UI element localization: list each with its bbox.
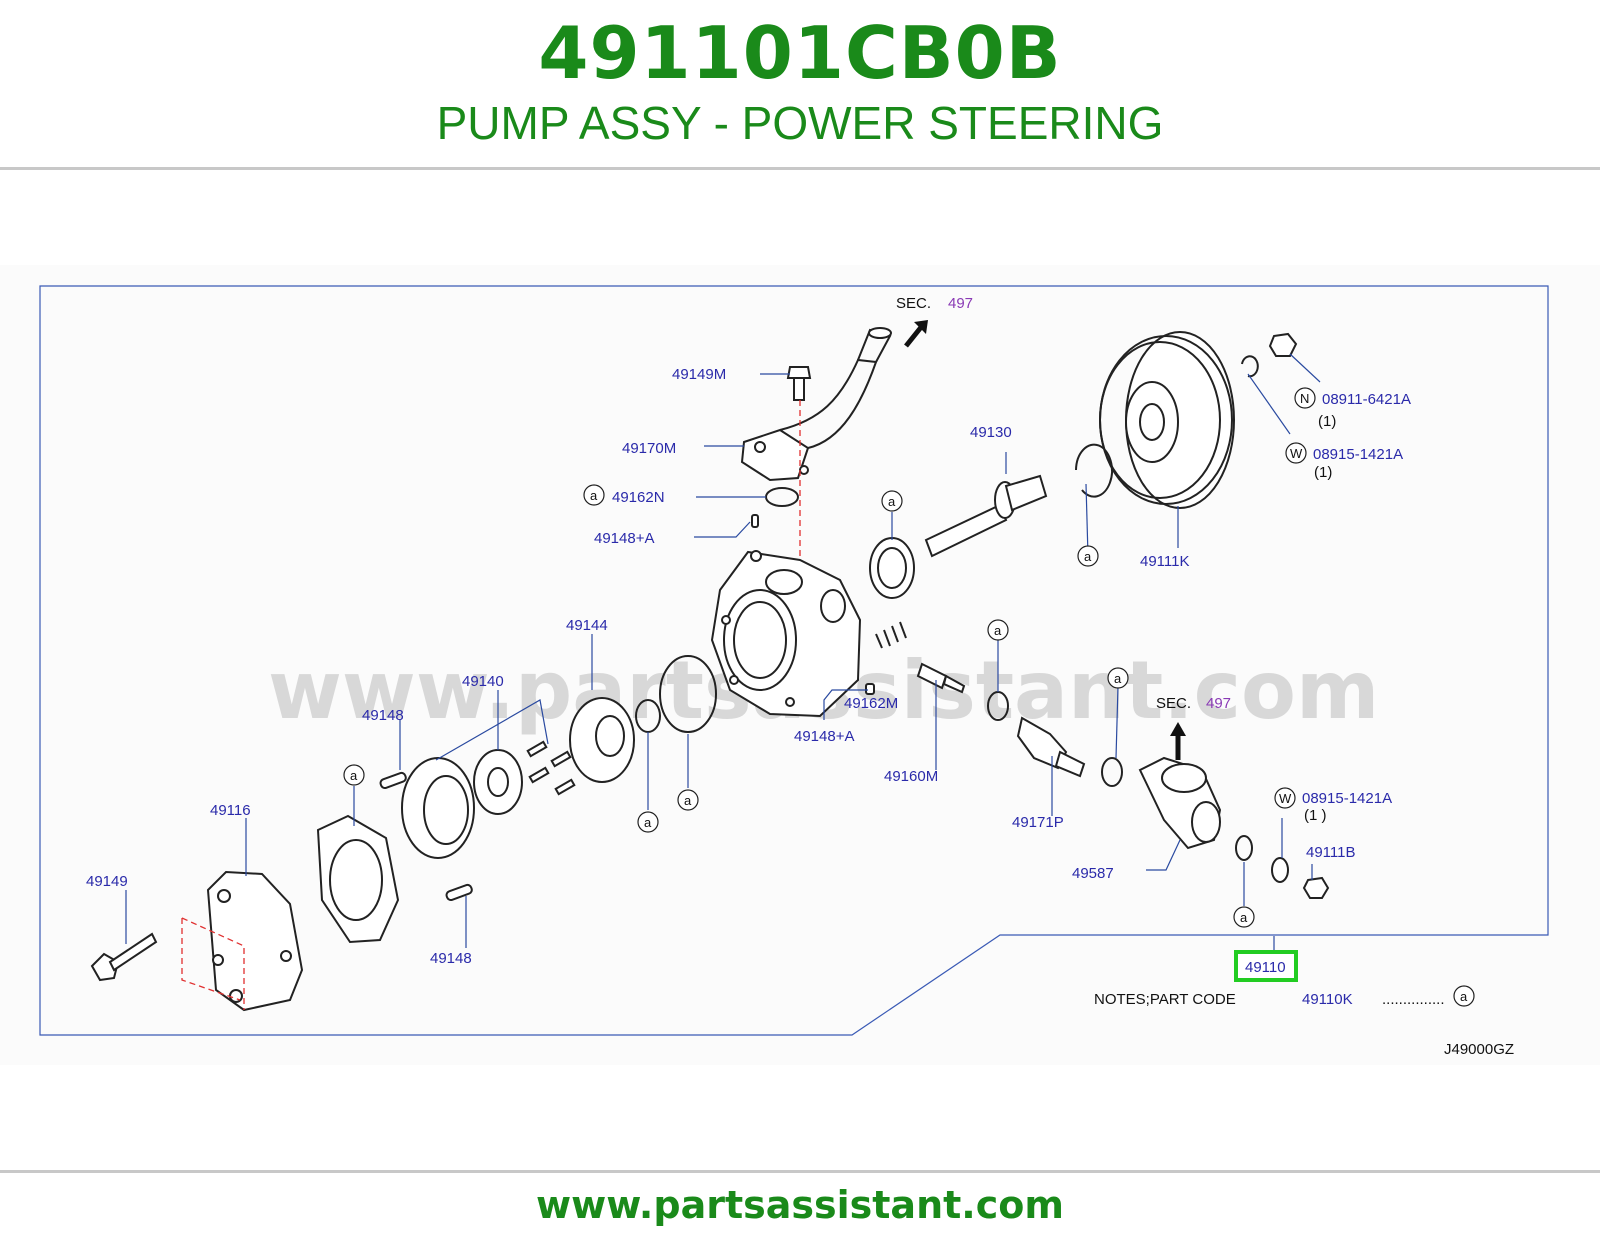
suction-pipe-49587-drawing <box>1138 756 1222 850</box>
footer-divider <box>0 1170 1600 1173</box>
circle-w-bottom-text: W <box>1279 791 1292 806</box>
part-label-49149[interactable]: 49149 <box>86 873 128 890</box>
part-label-49130[interactable]: 49130 <box>970 424 1012 441</box>
part-label-49160m[interactable]: 49160M <box>884 768 938 785</box>
circle-a-suction-text: a <box>1240 910 1248 925</box>
qty-08915-bottom: (1 ) <box>1304 807 1327 824</box>
circle-a-snap-ring <box>1077 545 1099 567</box>
part-label-49111k[interactable]: 49111K <box>1140 553 1190 570</box>
valve-49160m-drawing <box>916 662 966 694</box>
nut-bottom-drawing <box>1302 876 1330 899</box>
circle-w-bottom <box>1274 787 1296 809</box>
pump-body-drawing <box>710 550 862 718</box>
circle-a-seal-text: a <box>888 494 896 509</box>
part-label-49148-bottom[interactable]: 49148 <box>430 950 472 967</box>
arrow-sec-top-head <box>914 320 928 334</box>
leader-lines <box>125 353 1321 952</box>
diagram-frame <box>39 285 1549 1036</box>
nut-top-drawing <box>1268 332 1298 357</box>
part-label-49171p[interactable]: 49171P <box>1012 814 1064 831</box>
washer-bottom-drawing <box>1271 857 1289 883</box>
part-label-08915-1421a-bottom[interactable]: 08915-1421A <box>1302 790 1392 807</box>
part-label-49149m[interactable]: 49149M <box>672 366 726 383</box>
part-label-49162n[interactable]: 49162N <box>612 489 665 506</box>
sec-link-top[interactable]: 497 <box>948 295 973 312</box>
part-label-49148-top[interactable]: 49148 <box>362 707 404 724</box>
gasket-drawing <box>316 814 400 944</box>
flow-valve-spring-drawing <box>865 621 907 695</box>
circle-a-o-ring-large-text: a <box>684 793 692 808</box>
circle-a-connector-text: a <box>1114 671 1122 686</box>
o-ring-large-drawing <box>659 655 717 733</box>
vanes-drawing <box>526 740 576 796</box>
circle-a-49162n <box>583 484 605 506</box>
pulley-49111k-drawing <box>1099 331 1235 509</box>
circle-a-snap-ring-text: a <box>1084 549 1092 564</box>
part-label-49144[interactable]: 49144 <box>566 617 608 634</box>
highlight-box-49110 <box>1234 950 1298 982</box>
part-label-49148a-top[interactable]: 49148+A <box>594 530 654 547</box>
circle-a-valve <box>987 619 1009 641</box>
cam-ring-49140-drawing <box>401 757 475 859</box>
qty-08915-top: (1) <box>1314 464 1332 481</box>
outlet-pipe-drawing <box>740 327 892 482</box>
notes-dots: ............... <box>1382 991 1445 1008</box>
connector-49171p-drawing <box>1016 716 1086 778</box>
washer-top-drawing <box>1241 355 1259 378</box>
arrow-sec-top <box>904 324 924 348</box>
circle-w-top-text: W <box>1290 446 1303 461</box>
circle-a-gasket <box>343 764 365 786</box>
part-label-08911-6421a[interactable]: 08911-6421A <box>1322 391 1411 408</box>
parts-diagram: www.partsassistant.com <box>39 285 1549 1058</box>
part-number-title: 491101CB0B <box>538 11 1062 95</box>
circle-w-top <box>1285 442 1307 464</box>
header-divider <box>0 167 1600 170</box>
part-label-49170m[interactable]: 49170M <box>622 440 676 457</box>
sec-link-right[interactable]: 497 <box>1206 695 1231 712</box>
circle-a-o-ring-small-text: a <box>644 815 652 830</box>
part-label-49148a-bottom[interactable]: 49148+A <box>794 728 854 745</box>
part-label-08915-1421a-top[interactable]: 08915-1421A <box>1313 446 1403 463</box>
shaft-49130-drawing <box>924 474 1048 558</box>
circle-a-seal <box>881 490 903 512</box>
rear-cover-49116-drawing <box>181 870 304 1012</box>
pin-49148-bottom-drawing <box>445 883 473 902</box>
sec-prefix-right: SEC. <box>1156 695 1191 712</box>
arrow-sec-right-head <box>1170 722 1186 736</box>
part-label-49110[interactable]: 49110 <box>1245 959 1286 976</box>
part-label-49140[interactable]: 49140 <box>462 673 504 690</box>
circle-a-connector <box>1107 667 1129 689</box>
circle-n <box>1294 387 1316 409</box>
sec-prefix-top: SEC. <box>896 295 931 312</box>
circle-a-notes <box>1453 985 1475 1007</box>
circle-a-notes-text: a <box>1460 989 1468 1004</box>
pin-top-drawing <box>751 514 759 528</box>
pin-49148-top-drawing <box>379 771 407 790</box>
oil-seal-drawing <box>869 537 915 599</box>
notes-part-code-value[interactable]: 49110K <box>1302 991 1353 1008</box>
side-plate-49144-drawing <box>569 697 635 783</box>
footer-url[interactable]: www.partsassistant.com <box>536 1183 1064 1227</box>
circle-a-o-ring-large <box>677 789 699 811</box>
rotor-drawing <box>473 749 523 815</box>
part-label-49162m[interactable]: 49162M <box>844 695 898 712</box>
circle-a-valve-text: a <box>994 623 1002 638</box>
o-ring-suction-drawing <box>1235 835 1253 861</box>
circle-a-suction <box>1233 906 1255 928</box>
circle-a-o-ring-small <box>637 811 659 833</box>
part-label-49587[interactable]: 49587 <box>1072 865 1114 882</box>
qty-08911: (1) <box>1318 413 1336 430</box>
part-label-49116[interactable]: 49116 <box>210 802 251 819</box>
o-ring-connector-drawing <box>1101 757 1123 787</box>
part-description: PUMP ASSY - POWER STEERING <box>436 97 1164 149</box>
circle-a-gasket-text: a <box>350 768 358 783</box>
snap-ring-drawing <box>1075 443 1113 498</box>
notes-part-code: NOTES;PART CODE <box>1094 991 1236 1008</box>
diagram-id: J49000GZ <box>1444 1041 1514 1058</box>
bolt-49149-drawing <box>90 932 158 982</box>
circle-a-49162n-text: a <box>590 488 598 503</box>
header: 491101CB0B PUMP ASSY - POWER STEERING <box>0 0 1600 168</box>
circle-n-text: N <box>1300 391 1309 406</box>
part-label-49111b[interactable]: 49111B <box>1306 844 1356 861</box>
